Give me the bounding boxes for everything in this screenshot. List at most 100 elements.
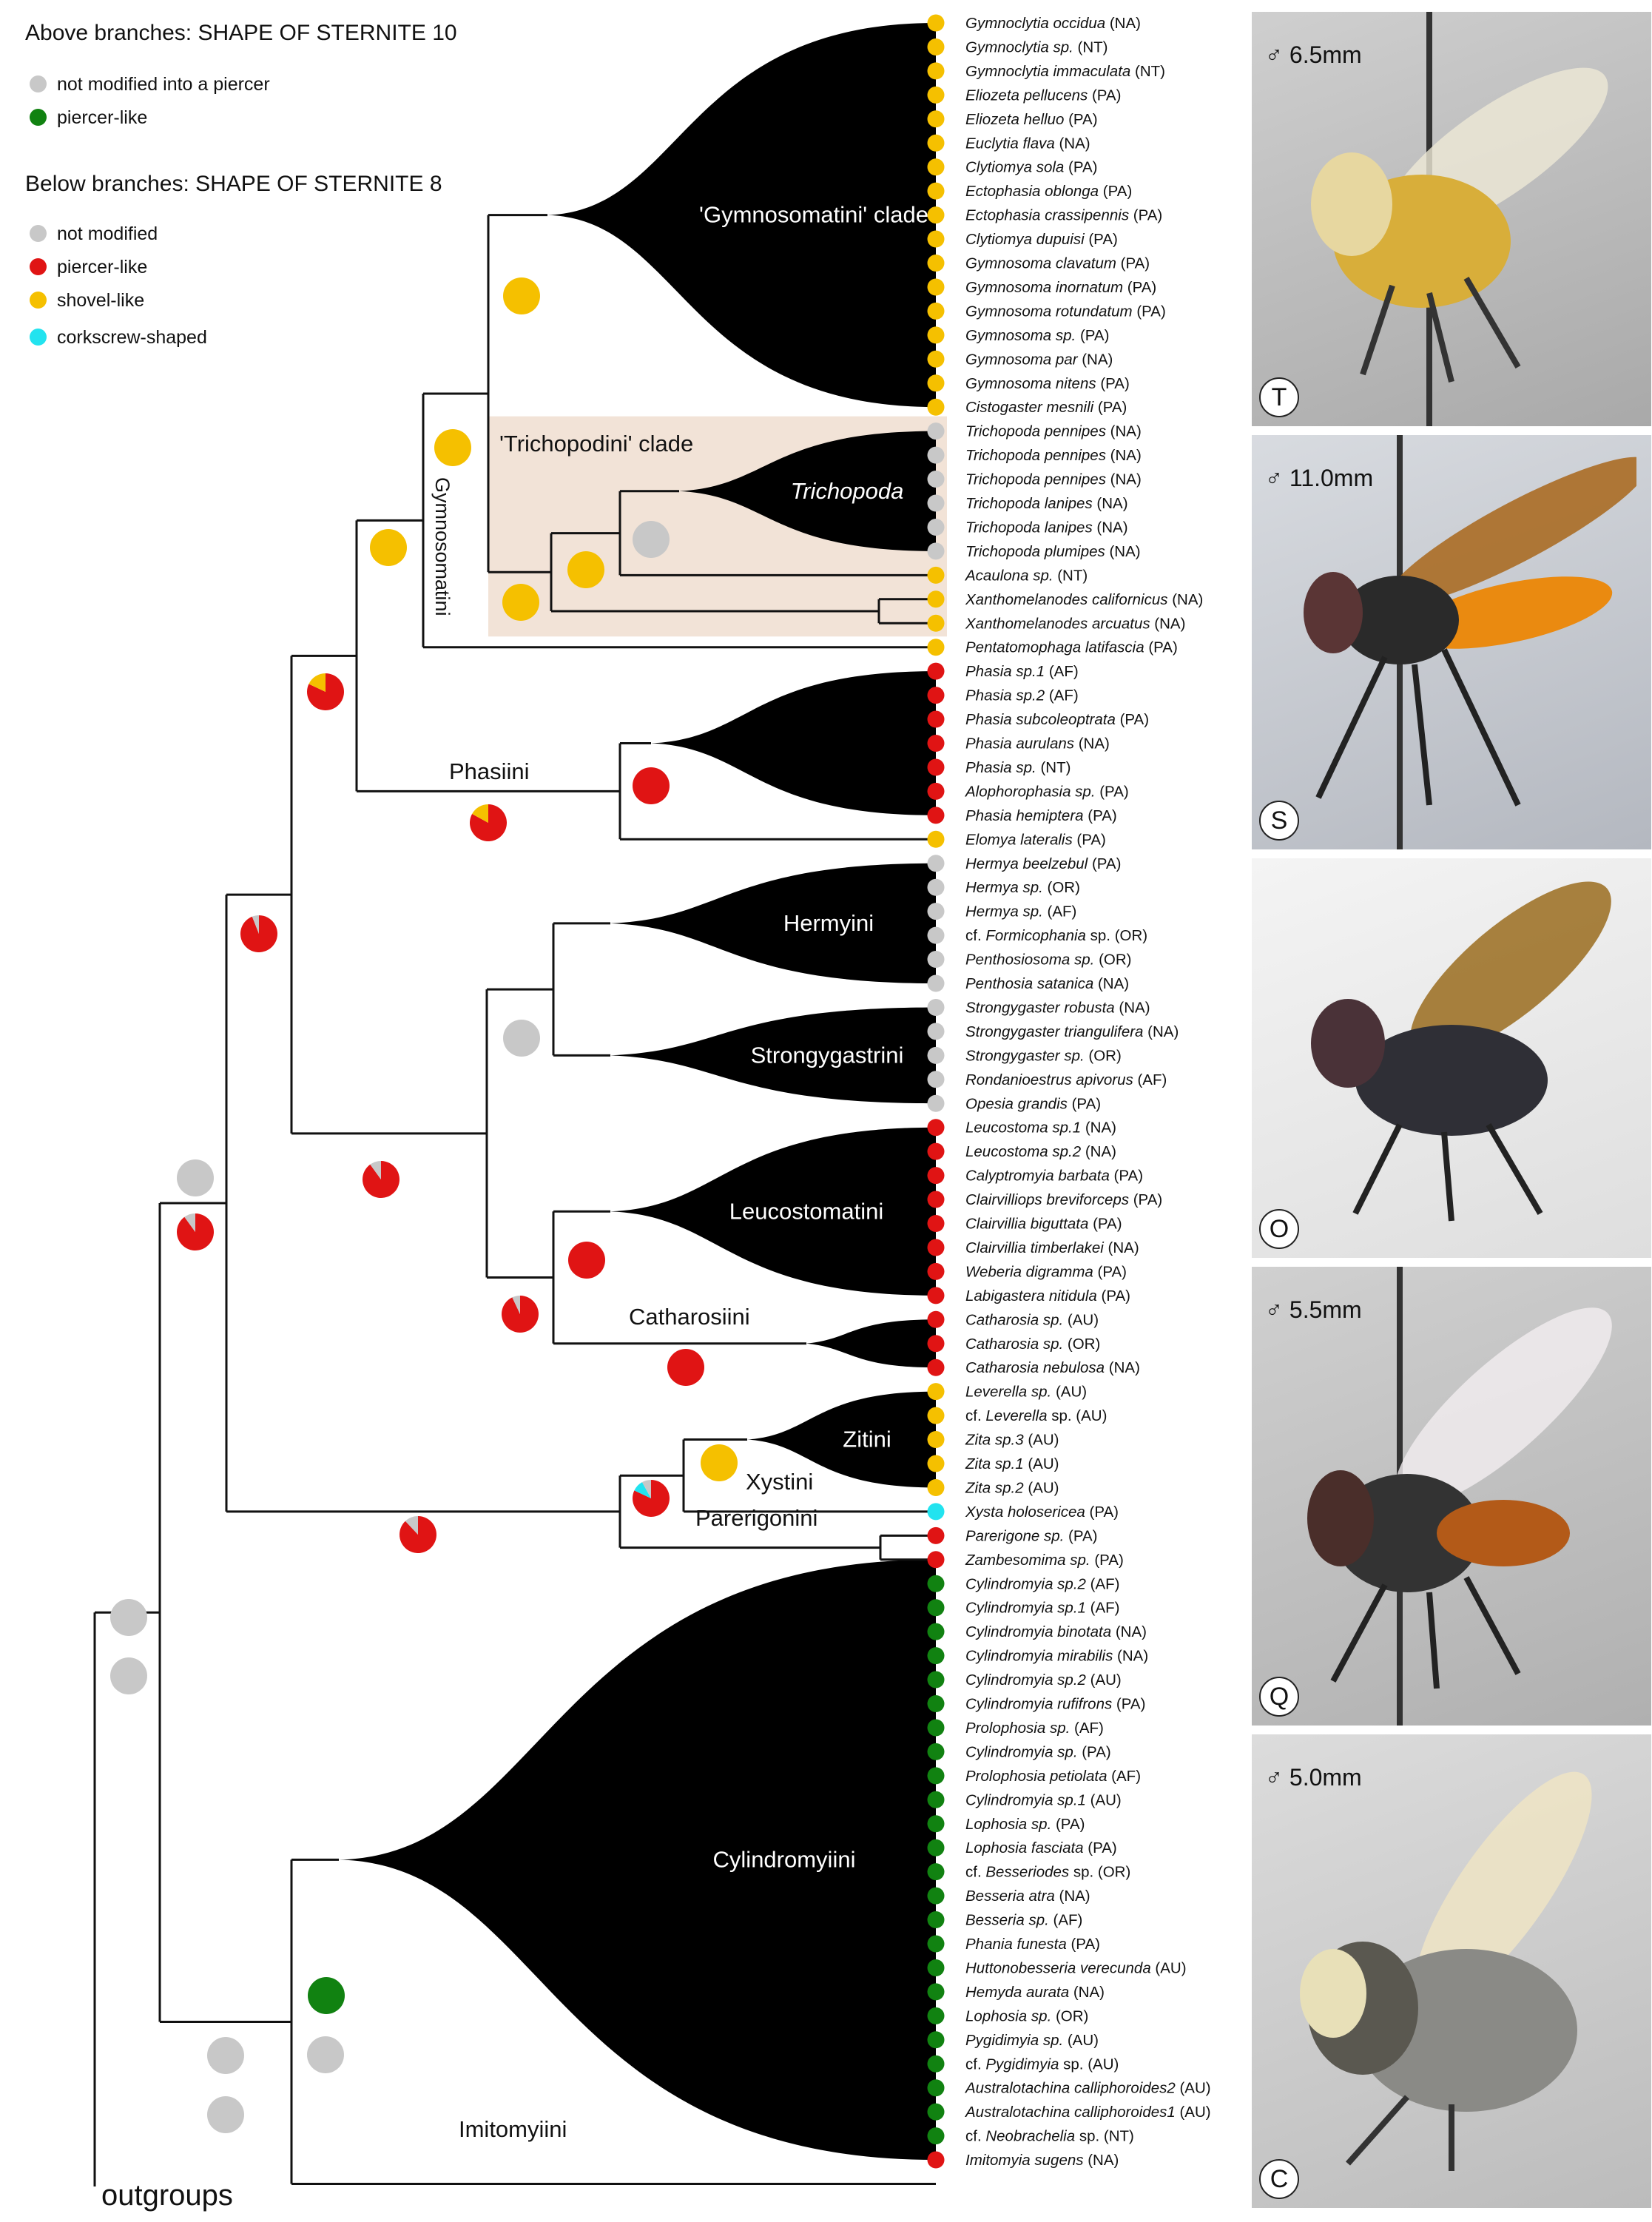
tip-label: Phasia subcoleoptrata (PA) [965,711,1149,728]
tip-epithet: par [1055,351,1082,368]
tip-region: (OR) [1098,1864,1130,1881]
tip-epithet: sp.1 [1016,663,1048,680]
size-label: ♂ 5.5mm [1265,1296,1362,1323]
tip-genus: Cylindromyia [965,1671,1057,1689]
tip-epithet: flava [1022,135,1059,152]
tip-genus: Besseriodes [985,1864,1073,1881]
tip-epithet: rufifrons [1057,1696,1116,1713]
tip-region: (NA) [1110,447,1142,464]
tip-state-dot [927,1623,945,1640]
tip-epithet: sp. [1033,567,1057,584]
tip-label: Gymnoclytia immaculata (NT) [965,63,1165,80]
tip-epithet: sp. [1074,952,1099,969]
tip-region: (AF) [1049,687,1079,704]
tip-epithet: aurulans [1016,735,1078,753]
tip-state-dot [927,639,945,656]
tip-label: Strongygaster sp. (OR) [965,1047,1122,1064]
tip-label: Trichopoda lanipes (NA) [965,495,1128,512]
tip-genus: Lophosia [965,2007,1031,2024]
tip-genus: Cylindromyia [965,1600,1057,1617]
tip-genus: Clytiomya [965,159,1036,176]
tip-region: (PA) [1088,807,1116,824]
tip-state-dot [927,1719,945,1737]
tip-state-dot [927,2007,945,2024]
specimen-photo-s: ♂ 11.0mm S [1252,435,1651,849]
tip-region: (AF) [1048,903,1077,920]
tip-genus: Eliozeta [965,111,1024,128]
tip-label: Cistogaster mesnili (PA) [965,399,1127,416]
tip-epithet: plumipes [1044,543,1110,560]
tip-state-dot [927,1478,945,1496]
tip-epithet: sp. [1043,1336,1068,1353]
tip-state-dot [927,518,945,536]
tip-state-dot [927,1815,945,1833]
clade-label: 'Gymnosomatini' clade [699,202,928,228]
tip-genus: Pygidimyia [965,2032,1043,2049]
tip-label: Xanthomelanodes californicus (NA) [965,591,1203,608]
tip-genus: Imitomyia [965,2152,1034,2169]
tip-label: Clairvillia biguttata (PA) [965,1216,1122,1233]
tip-region: (NA) [1119,999,1150,1016]
tip-state-dot [927,1167,945,1185]
node-state-pie [307,2036,344,2073]
tip-label: Zita sp.1 (AU) [965,1455,1059,1472]
tip-epithet: occidua [1053,15,1109,32]
tip-label: Cylindromyia sp.2 (AF) [965,1575,1119,1592]
tip-epithet: sp. [1022,879,1047,896]
tip-epithet: aurata [1026,1984,1073,2001]
node-state-pie [633,521,670,558]
tip-state-dot [927,1359,945,1376]
tip-state-dot [927,1431,945,1449]
tip-genus: Clairvilliops [965,1191,1046,1208]
tip-epithet: sp. [1050,1720,1074,1737]
tip-state-dot [927,1599,945,1617]
tip-genus: Acaulona [964,567,1033,584]
node-state-pie [633,1480,670,1518]
tip-genus: Gymnosoma [965,303,1056,320]
tip-epithet: clavatum [1056,255,1121,272]
tip-state-dot [927,1023,945,1040]
tip-epithet: sp.1 [995,1455,1028,1472]
tip-label: Pentatomophaga latifascia (PA) [965,639,1178,656]
photo-letter-badge: T [1259,377,1299,417]
tip-label: Opesia grandis (PA) [965,1095,1101,1112]
tip-region: (AU) [1068,2032,1099,2049]
tip-genus: Hermya [965,879,1022,896]
imitomyiini-label: Imitomyiini [459,2116,567,2142]
tip-epithet: grandis [1018,1095,1072,1112]
tip-epithet: sp.2 [1052,1143,1085,1160]
tip-epithet: sp.2 [1016,687,1048,704]
legend-item-shovel-like: shovel-like [30,290,144,312]
tip-region: (PA) [1092,87,1121,104]
tip-region: (PA) [1068,159,1097,176]
node-state-pie [308,1977,345,2014]
tip-region: (PA) [1092,855,1121,872]
tip-label: Hermya sp. (AF) [965,903,1076,920]
tip-label: Trichopoda pennipes (NA) [965,447,1142,464]
node-state-pie [641,1480,651,1498]
tip-state-dot [927,1287,945,1304]
tip-epithet: timberlakei [1031,1239,1108,1256]
tip-region: (AU) [1179,2104,1210,2121]
catharosiini-label: Catharosiini [629,1304,750,1330]
tip-genus: Gymnosoma [965,279,1056,296]
tip-genus: Euclytia [965,135,1022,152]
photo-letter-badge: S [1259,801,1299,841]
tip-state-dot [927,1239,945,1256]
tip-label: cf. Formicophania sp. (OR) [965,927,1147,944]
tip-label: Lophosia sp. (OR) [965,2007,1088,2024]
tip-epithet: sp. [1031,1384,1056,1401]
tip-epithet: triangulifera [1064,1023,1147,1040]
tip-epithet: robusta [1064,999,1119,1016]
tip-state-dot [927,278,945,296]
tip-label: Besseria atra (NA) [965,1888,1090,1905]
tip-epithet: sugens [1034,2152,1088,2169]
tip-region: (PA) [1082,1743,1110,1760]
tip-label: Gymnosoma par (NA) [965,351,1113,368]
tip-label: cf. Besseriodes sp. (OR) [965,1864,1130,1881]
tip-label: cf. Neobrachelia sp. (NT) [965,2128,1134,2145]
tip-prefix: cf. [965,2056,985,2073]
tip-state-dot [927,566,945,584]
tip-label: Trichopoda pennipes (NA) [965,471,1142,488]
tip-label: Gymnosoma clavatum (PA) [965,255,1150,272]
